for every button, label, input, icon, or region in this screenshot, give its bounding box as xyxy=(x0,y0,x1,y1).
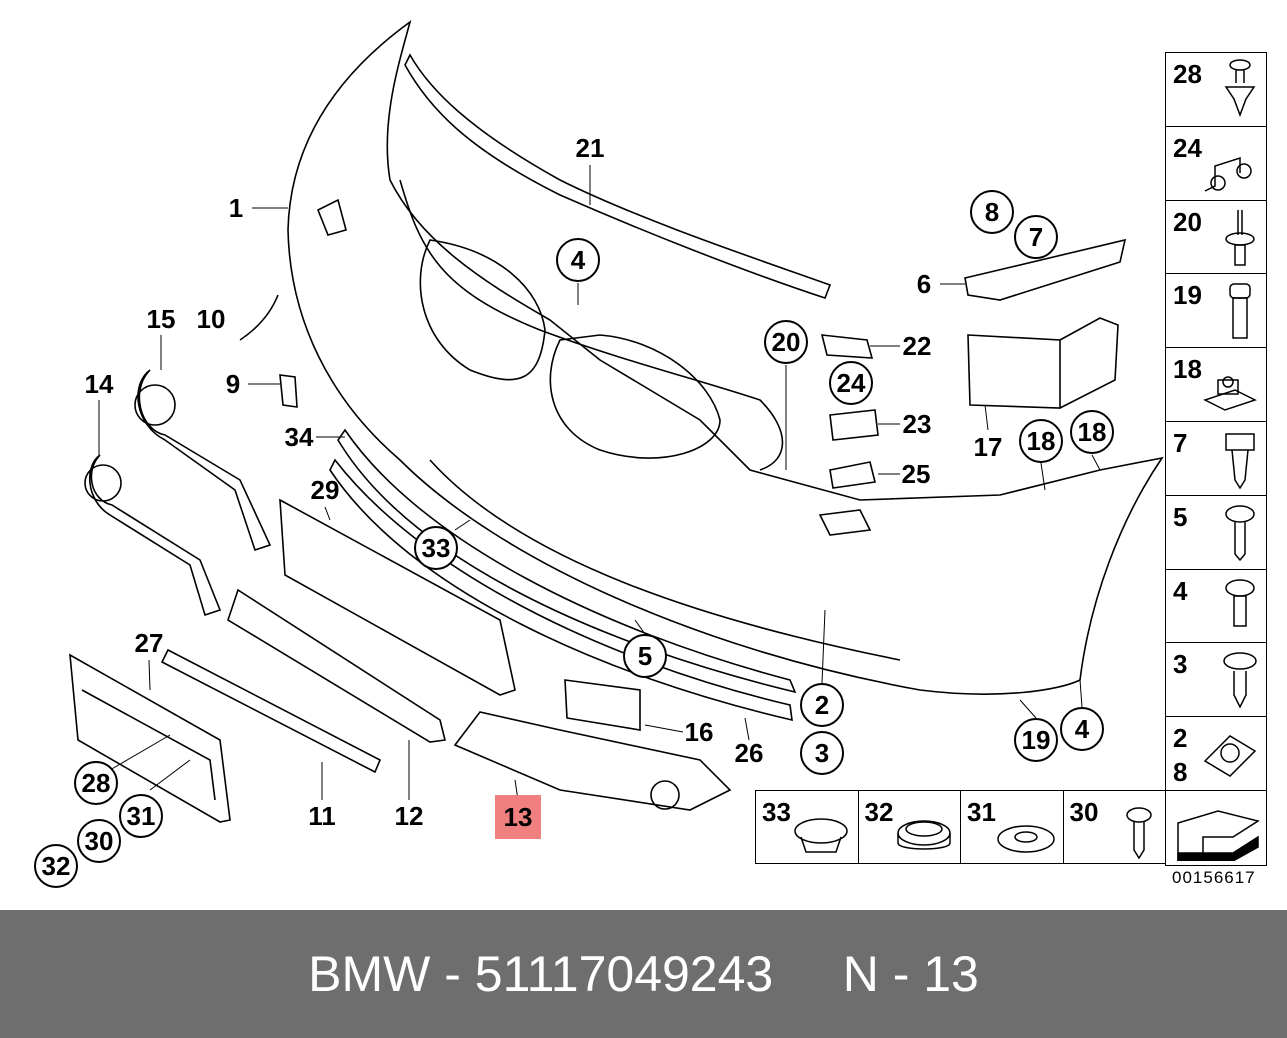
callout-12: 12 xyxy=(394,801,424,831)
air-duct xyxy=(967,317,1119,409)
callout-34: 34 xyxy=(284,422,314,452)
bracket-right xyxy=(964,238,1127,301)
callout-4-circled: 4 xyxy=(1060,707,1104,751)
callout-7-circled: 7 xyxy=(1014,215,1058,259)
callout-15: 15 xyxy=(146,304,176,334)
direction-arrow-cell xyxy=(1166,791,1266,865)
callout-18-circled: 18 xyxy=(1019,419,1063,463)
callout-17: 17 xyxy=(973,432,1003,462)
expanding-rivet-icon xyxy=(1224,59,1256,118)
callout-5-circled: 5 xyxy=(623,634,667,678)
plug-icon xyxy=(896,820,951,850)
callout-29: 29 xyxy=(310,475,340,505)
phillips-screw-icon xyxy=(1225,505,1255,561)
callout-24-circled: 24 xyxy=(829,361,873,405)
callout-33-circled: 33 xyxy=(414,526,458,570)
callout-14: 14 xyxy=(84,369,114,399)
fastener-18-nut: 18 xyxy=(1166,348,1266,422)
position-label: N - 13 xyxy=(842,946,979,1002)
part-number: 51117049243 xyxy=(474,946,774,1002)
callout-27: 27 xyxy=(134,628,164,658)
callout-6: 6 xyxy=(916,269,932,299)
callout-4-circled: 4 xyxy=(556,238,600,282)
hex-socket-bolt-icon xyxy=(1229,283,1251,340)
washer-icon xyxy=(997,825,1055,853)
fastener-4-screw: 4 xyxy=(1166,570,1266,644)
self-tapping-screw-icon xyxy=(1223,652,1257,710)
screw-icon xyxy=(1125,807,1152,860)
cap-icon xyxy=(794,818,848,853)
fastener-5-screw: 5 xyxy=(1166,496,1266,570)
fastener-31-washer: 31 xyxy=(961,791,1064,863)
callout-31-circled: 31 xyxy=(119,794,163,838)
callout-9: 9 xyxy=(225,369,241,399)
plastic-rivet-icon xyxy=(1225,209,1255,266)
fastener-33-cap: 33 xyxy=(756,791,859,863)
kidney-grille-left xyxy=(419,239,546,381)
callout-8-circled: 8 xyxy=(970,190,1014,234)
fastener-19-bolt: 19 xyxy=(1166,274,1266,349)
callout-28-circled: 28 xyxy=(74,761,118,805)
fastener-bottom-row: 33 32 31 30 xyxy=(755,790,1166,864)
fastener-3-screw: 3 xyxy=(1166,643,1266,718)
callout-11: 11 xyxy=(308,801,336,831)
fastener-32-plug: 32 xyxy=(859,791,961,863)
callout-18-circled: 18 xyxy=(1070,410,1114,454)
callout-19-circled: 19 xyxy=(1014,718,1058,762)
callout-16: 16 xyxy=(684,717,714,747)
fastener-28-clip: 28 xyxy=(1166,53,1266,127)
bumper-cover xyxy=(287,20,1164,695)
callout-22: 22 xyxy=(902,331,932,361)
callout-20-circled: 20 xyxy=(764,320,808,364)
diagram-code: 00156617 xyxy=(1172,868,1256,887)
torx-screw-icon xyxy=(1225,578,1255,627)
lower-grille-13 xyxy=(453,711,732,811)
upper-trim-strip xyxy=(404,53,832,299)
callout-30-circled: 30 xyxy=(77,819,121,863)
fastener-20-rivet: 20 xyxy=(1166,201,1266,275)
grille-insert-lower xyxy=(89,454,222,617)
callout-1: 1 xyxy=(228,193,244,223)
license-plate-base xyxy=(279,498,516,696)
arrow-icon xyxy=(1177,810,1260,861)
brand: BMW xyxy=(308,946,431,1002)
kidney-grille-right xyxy=(549,334,721,459)
frame-27 xyxy=(69,653,231,823)
callout-2-circled: 2 xyxy=(800,683,844,727)
fastener-30-screw: 30 xyxy=(1064,791,1166,863)
spring-nut-icon xyxy=(1203,735,1257,778)
part-info-banner: BMW - 51117049243 N - 13 xyxy=(0,910,1287,1038)
hex-screw-icon xyxy=(1225,433,1255,490)
bumper-exploded-diagram xyxy=(69,20,1164,823)
clip-nut-icon xyxy=(1203,376,1257,411)
grille-insert-upper xyxy=(137,369,272,552)
callout-13-highlighted[interactable]: 13 xyxy=(495,795,541,839)
spring-clip-icon xyxy=(1204,156,1252,192)
callout-26: 26 xyxy=(734,738,764,768)
callout-3-circled: 3 xyxy=(800,731,844,775)
callout-21: 21 xyxy=(575,133,605,163)
callout-10: 10 xyxy=(196,304,226,334)
fastener-24-spring: 24 xyxy=(1166,127,1266,201)
callout-23: 23 xyxy=(902,409,932,439)
fastener-7-hex-screw: 7 xyxy=(1166,422,1266,496)
callout-32-circled: 32 xyxy=(34,844,78,888)
callout-25: 25 xyxy=(901,459,931,489)
